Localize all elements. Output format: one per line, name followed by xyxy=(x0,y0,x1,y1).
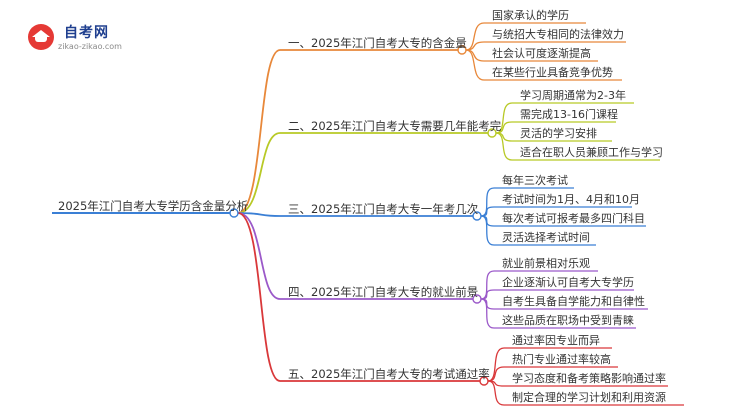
leaf-connector xyxy=(495,132,660,161)
root-topic[interactable]: 2025年江门自考大专学历含金量分析 xyxy=(58,199,249,213)
branch-connector xyxy=(237,132,488,214)
leaf-topic[interactable]: 热门专业通过率较高 xyxy=(512,353,611,366)
logo-title: 自考网 xyxy=(64,25,109,41)
leaf-connector xyxy=(487,347,612,382)
root-node-circle xyxy=(229,208,239,218)
logo-url: zikao-zikao.com xyxy=(58,42,122,51)
leaf-topic[interactable]: 考试时间为1月、4月和10月 xyxy=(502,193,640,206)
leaf-connector xyxy=(495,102,634,134)
leaf-topic[interactable]: 每次考试可报考最多四门科目 xyxy=(502,212,645,225)
leaf-topic[interactable]: 这些品质在职场中受到青睐 xyxy=(502,314,634,327)
leaf-topic[interactable]: 学习周期通常为2-3年 xyxy=(520,89,626,102)
leaf-connector xyxy=(487,380,684,406)
leaf-topic[interactable]: 学习态度和备考策略影响通过率 xyxy=(512,372,666,385)
leaf-connector xyxy=(480,298,636,329)
branch-topic[interactable]: 一、2025年江门自考大专的含金量 xyxy=(288,36,467,50)
site-logo[interactable]: 自考网 zikao-zikao.com xyxy=(28,18,138,58)
branch-connector xyxy=(237,212,473,300)
leaf-connector xyxy=(480,215,596,246)
leaf-topic[interactable]: 每年三次考试 xyxy=(502,174,568,187)
leaf-connector xyxy=(487,366,618,382)
branch-topic[interactable]: 二、2025年江门自考大专需要几年能考完 xyxy=(288,119,502,133)
branch-connector xyxy=(237,49,458,214)
cap-top-shape xyxy=(32,30,50,37)
leaf-connector xyxy=(465,49,622,81)
leaf-topic[interactable]: 灵活的学习安排 xyxy=(520,127,597,140)
leaf-connector xyxy=(480,270,598,300)
leaf-topic[interactable]: 社会认可度逐渐提高 xyxy=(492,47,591,60)
branch-connector xyxy=(237,212,473,217)
leaf-topic[interactable]: 通过率因专业而异 xyxy=(512,334,600,347)
leaf-topic[interactable]: 需完成13-16门课程 xyxy=(520,108,618,121)
leaf-topic[interactable]: 就业前景相对乐观 xyxy=(502,257,590,270)
leaf-topic[interactable]: 在某些行业具备竞争优势 xyxy=(492,66,613,79)
branch-topic[interactable]: 四、2025年江门自考大专的就业前景 xyxy=(288,285,479,299)
leaf-topic[interactable]: 自考生具备自学能力和自律性 xyxy=(502,295,645,308)
leaf-topic[interactable]: 灵活选择考试时间 xyxy=(502,231,590,244)
branch-connector xyxy=(237,212,480,382)
leaf-topic[interactable]: 企业逐渐认可自考大专学历 xyxy=(502,276,634,289)
leaf-topic[interactable]: 与统招大专相同的法律效力 xyxy=(492,28,624,41)
leaf-topic[interactable]: 制定合理的学习计划和利用资源 xyxy=(512,391,666,404)
cap-base-shape xyxy=(35,37,47,42)
leaf-topic[interactable]: 国家承认的学历 xyxy=(492,9,569,22)
leaf-topic[interactable]: 适合在职人员兼顾工作与学习 xyxy=(520,146,663,159)
branch-topic[interactable]: 三、2025年江门自考大专一年考几次 xyxy=(288,202,479,216)
leaf-connector xyxy=(480,187,574,217)
branch-topic[interactable]: 五、2025年江门自考大专的考试通过率 xyxy=(288,367,490,381)
leaf-connector xyxy=(465,22,586,51)
